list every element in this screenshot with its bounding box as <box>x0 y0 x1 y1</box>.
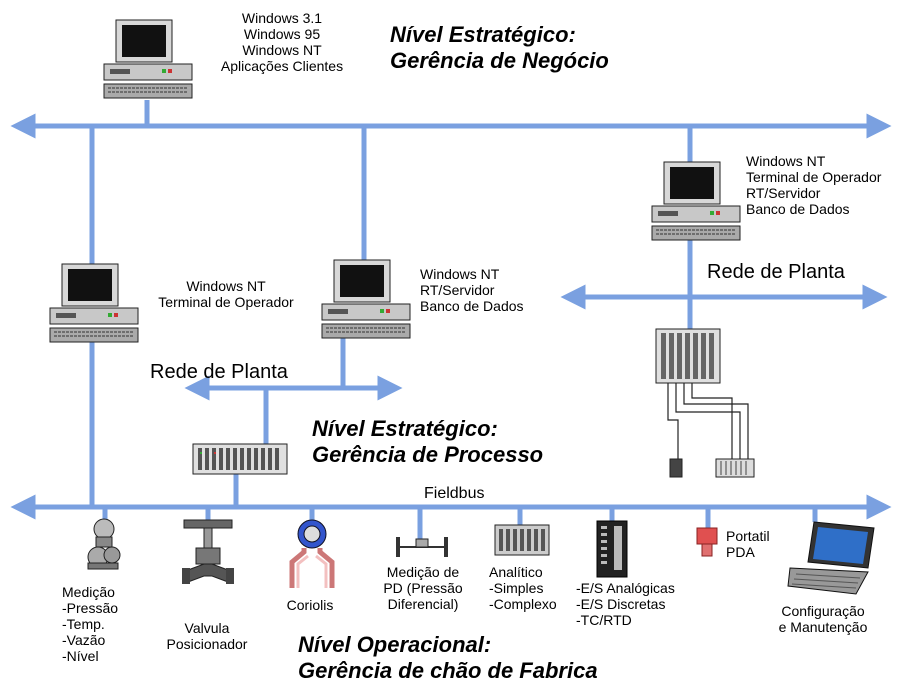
valve-icon <box>182 519 234 584</box>
io-label: -E/S Analógicas -E/S Discretas -TC/RTD <box>576 580 675 628</box>
label-line: Windows NT <box>746 153 826 169</box>
top-computer-label: Windows 3.1 Windows 95 Windows NT Aplica… <box>196 10 368 74</box>
io-module-icon <box>715 458 755 478</box>
valve-label: Valvula Posicionador <box>148 620 266 652</box>
label-line: -Simples <box>489 580 544 596</box>
label-line: Windows NT <box>186 278 266 294</box>
transmitter-icon <box>87 518 121 570</box>
io-module-icon <box>596 520 628 578</box>
label-line: Posicionador <box>166 636 248 652</box>
label-line: Banco de Dados <box>420 298 524 314</box>
level-title-line: Gerência de chão de Fabrica <box>298 658 598 683</box>
left-computer-label: Windows NT Terminal de Operador <box>140 278 312 310</box>
label-line: Windows 3.1 <box>241 10 323 26</box>
label-line: Medição de <box>386 564 460 580</box>
level-title-line: Gerência de Processo <box>312 442 544 467</box>
label-line: RT/Servidor <box>746 185 821 201</box>
level-title-line: Nível Estratégico: <box>390 22 576 47</box>
level-title-line: Nível Operacional: <box>298 632 492 657</box>
label-line: -Vazão <box>62 632 106 648</box>
operational-level-title: Nível Operacional: Gerência de chão de F… <box>298 632 598 684</box>
label-line: Windows NT <box>242 42 322 58</box>
label-line: Coriolis <box>286 597 334 613</box>
label-line: Banco de Dados <box>746 201 850 217</box>
computer-icon <box>49 263 139 343</box>
label-line: Windows NT <box>420 266 500 282</box>
flowmeter-icon <box>396 537 448 557</box>
io-module-icon <box>669 458 683 478</box>
dp-label: Medição de PD (Pressão Diferencial) <box>370 564 476 612</box>
label-line: -TC/RTD <box>576 612 632 628</box>
label-line: -Pressão <box>62 600 119 616</box>
config-label: Configuração e Manutenção <box>758 603 888 635</box>
middle-computer-label: Windows NT RT/Servidor Banco de Dados <box>420 266 524 314</box>
label-line: -E/S Analógicas <box>576 580 675 596</box>
plc-rack-icon <box>655 328 721 384</box>
process-level-title: Nível Estratégico: Gerência de Processo <box>312 416 543 468</box>
label-line: -E/S Discretas <box>576 596 666 612</box>
level-title-line: Nível Estratégico: <box>312 416 498 441</box>
fieldbus-label: Fieldbus <box>424 485 485 502</box>
plant-network-right-label: Rede de Planta <box>707 261 845 283</box>
computer-icon <box>103 19 193 99</box>
label-line: -Nível <box>62 648 99 664</box>
coriolis-icon <box>289 519 335 588</box>
computer-icon <box>651 161 741 241</box>
analytic-label: Analítico -Simples -Complexo <box>489 564 557 612</box>
business-level-title: Nível Estratégico: Gerência de Negócio <box>390 22 609 74</box>
label-line: e Manutenção <box>778 619 868 635</box>
label-line: Aplicações Clientes <box>220 58 344 74</box>
plant-network-left-label: Rede de Planta <box>150 361 288 383</box>
label-line: Portatil <box>726 528 770 544</box>
label-line: PD (Pressão <box>383 580 463 596</box>
label-line: Terminal de Operador <box>746 169 882 185</box>
label-line: -Complexo <box>489 596 557 612</box>
right-computer-label: Windows NT Terminal de Operador RT/Servi… <box>746 153 881 217</box>
computer-icon <box>321 259 411 339</box>
label-line: RT/Servidor <box>420 282 495 298</box>
label-line: -Temp. <box>62 616 105 632</box>
pda-icon <box>696 527 718 557</box>
label-line: Windows 95 <box>243 26 321 42</box>
label-line: Analítico <box>489 564 543 580</box>
label-line: Terminal de Operador <box>158 294 294 310</box>
coriolis-label: Coriolis <box>270 597 350 613</box>
portable-label: Portatil PDA <box>726 528 770 560</box>
label-line: PDA <box>726 544 755 560</box>
label-line: Configuração <box>781 603 865 619</box>
plc-rack-icon <box>192 443 288 475</box>
label-line: Medição <box>62 584 115 600</box>
measurement-label: Medição -Pressão -Temp. -Vazão -Nível <box>62 584 118 664</box>
analyzer-icon <box>494 524 550 556</box>
label-line: Diferencial) <box>387 596 459 612</box>
laptop-icon <box>787 521 875 595</box>
level-title-line: Gerência de Negócio <box>390 48 609 73</box>
label-line: Valvula <box>184 620 230 636</box>
